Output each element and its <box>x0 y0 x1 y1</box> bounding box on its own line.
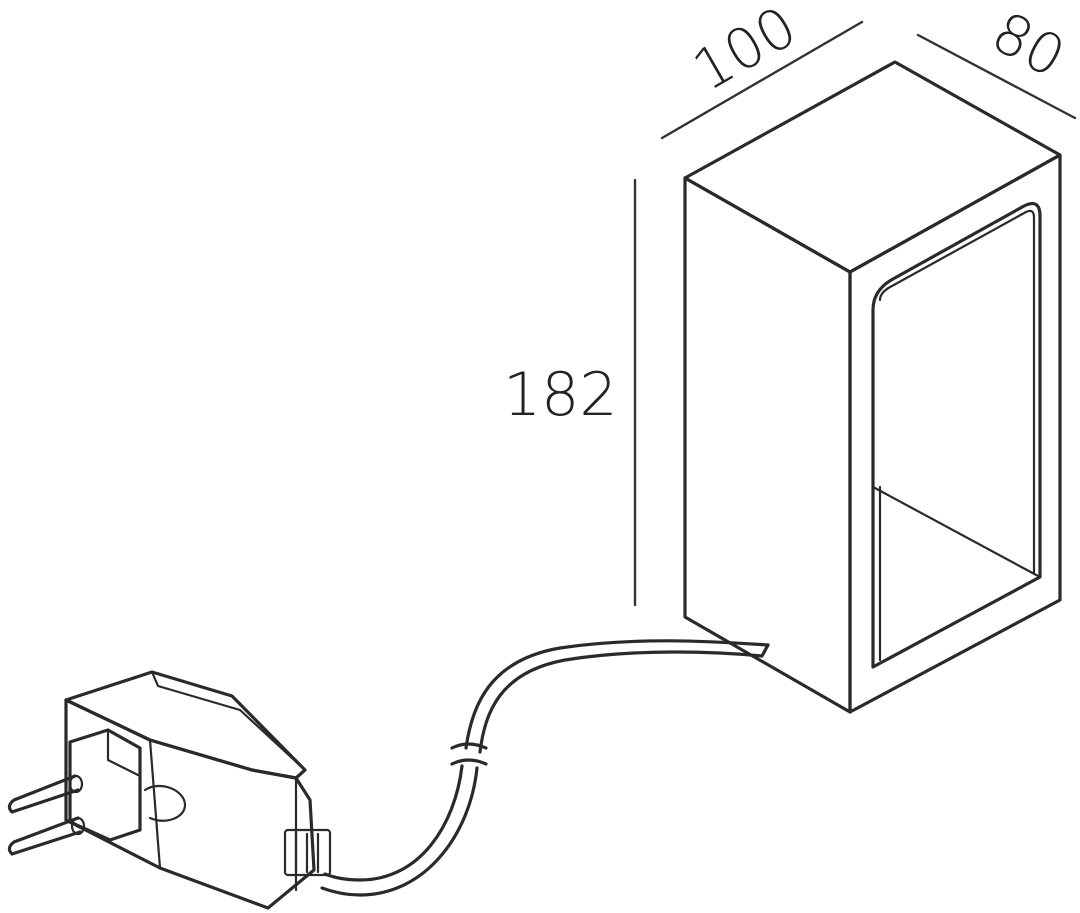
depth-dimension-line <box>916 33 1077 120</box>
cable-lower-outer <box>323 764 464 882</box>
power-adapter <box>7 670 332 910</box>
adapter-edge <box>148 738 162 870</box>
cable-upper-inner <box>478 643 770 754</box>
adapter-top-bevel <box>150 670 307 772</box>
plug-housing-edge <box>106 728 142 778</box>
cable-upper-outer <box>464 639 770 750</box>
adapter-connector <box>283 828 332 877</box>
plug-pin-top <box>7 774 80 814</box>
height-dimension-label: 182 <box>503 360 618 430</box>
lamp-window-inner-edge <box>878 209 1036 574</box>
power-cable <box>320 639 770 897</box>
pin-bottom-base <box>70 816 86 836</box>
lamp-window-floor-line <box>871 485 1042 579</box>
lamp-box <box>683 60 1062 714</box>
cable-lower-inner <box>320 766 479 897</box>
lamp-right-face <box>848 153 1062 714</box>
cable-break-top <box>450 742 488 750</box>
width-dimension-line <box>660 20 864 140</box>
plug-pin-bottom <box>7 816 82 856</box>
adapter-top-face <box>64 670 307 780</box>
lamp-top-face <box>683 60 1062 274</box>
lamp-front-face <box>683 176 852 714</box>
lamp-window-outer <box>871 202 1042 669</box>
adapter-notch <box>143 784 187 822</box>
plug-pins <box>7 774 86 856</box>
adapter-plug-housing <box>68 728 142 842</box>
adapter-side-face <box>64 698 316 910</box>
pin-top-base <box>68 774 84 794</box>
cable-break-bottom <box>450 758 488 766</box>
